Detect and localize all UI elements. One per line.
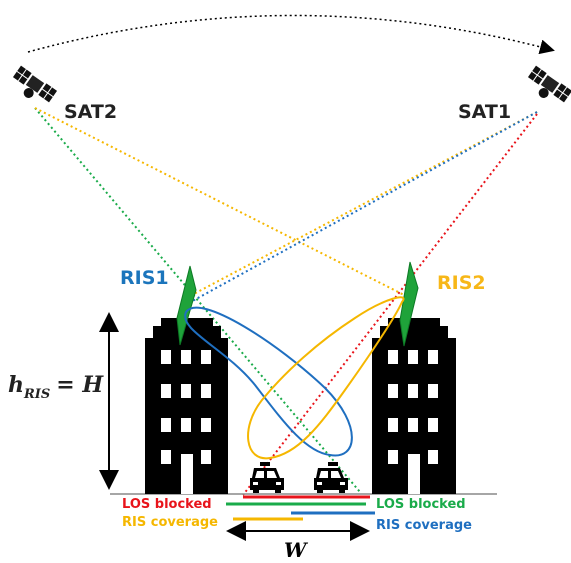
- satellite-icon: [12, 65, 58, 103]
- right-los-label: LOS blocked: [376, 497, 466, 512]
- ris2-label: RIS2: [437, 272, 486, 294]
- car-icon: [250, 462, 284, 493]
- width-label: W: [284, 538, 309, 562]
- ris2-coverage-lobe: [247, 296, 405, 460]
- ris1-coverage-lobe: [184, 306, 353, 457]
- left-ris-label: RIS coverage: [122, 515, 218, 530]
- left-los-label: LOS blocked: [122, 497, 212, 512]
- height-label: hRIS= H: [8, 372, 104, 402]
- path-sat2-green: [34, 107, 361, 493]
- sat2-label: SAT2: [64, 101, 117, 123]
- right-ris-label: RIS coverage: [376, 518, 472, 533]
- car-icon: [314, 462, 348, 493]
- sat1-label: SAT1: [458, 101, 511, 123]
- building-icon: [145, 318, 228, 494]
- path-sat1-yellow: [189, 111, 538, 297]
- satellite-motion-arc: [27, 14, 555, 55]
- satellite-icon: [527, 65, 571, 103]
- ris1-label: RIS1: [120, 267, 169, 289]
- path-sat1-blue: [186, 111, 538, 305]
- path-sat2-yellow: [34, 107, 411, 299]
- building-icon: [372, 318, 456, 494]
- ris-panel-icon: [176, 265, 197, 346]
